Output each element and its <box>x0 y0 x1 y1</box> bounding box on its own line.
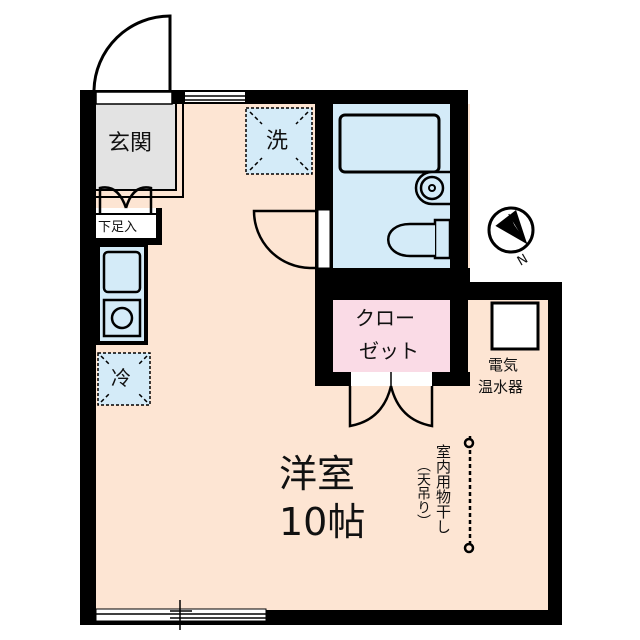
entrance-label: 玄関 <box>108 131 153 156</box>
kitchen-sink <box>102 250 142 294</box>
laundry-rod <box>463 436 475 554</box>
closet-label-2: ゼット <box>359 339 419 363</box>
laundry-label-1: 室内用物干し <box>434 444 452 534</box>
washer-space <box>245 107 313 175</box>
toilet <box>387 218 452 260</box>
entrance-door[interactable] <box>92 14 172 91</box>
washer-label: 洗 <box>266 129 289 154</box>
fridge-label: 冷 <box>111 366 131 390</box>
shoe-box-doors <box>96 186 156 215</box>
fridge-space <box>97 352 151 406</box>
sink <box>414 170 450 206</box>
main-room-label: 洋室 <box>279 452 356 496</box>
stove <box>102 298 142 338</box>
bathtub <box>338 113 441 174</box>
entrance-floor <box>96 104 176 190</box>
water-heater-label-1: 電気 <box>488 356 519 374</box>
water-heater-label-2: 温水器 <box>478 378 524 396</box>
laundry-label-2: （天吊り） <box>415 458 431 528</box>
water-heater <box>490 301 540 351</box>
shoe-box-label: 下足入 <box>98 220 138 235</box>
closet-doors[interactable] <box>348 385 434 428</box>
compass-icon <box>487 206 535 254</box>
closet-floor <box>333 300 450 372</box>
main-room-size: 10帖 <box>279 500 366 544</box>
bottom-window <box>95 600 267 630</box>
closet-label-1: クロー <box>355 306 415 330</box>
bathroom-door[interactable] <box>252 209 315 270</box>
top-window <box>185 92 245 102</box>
